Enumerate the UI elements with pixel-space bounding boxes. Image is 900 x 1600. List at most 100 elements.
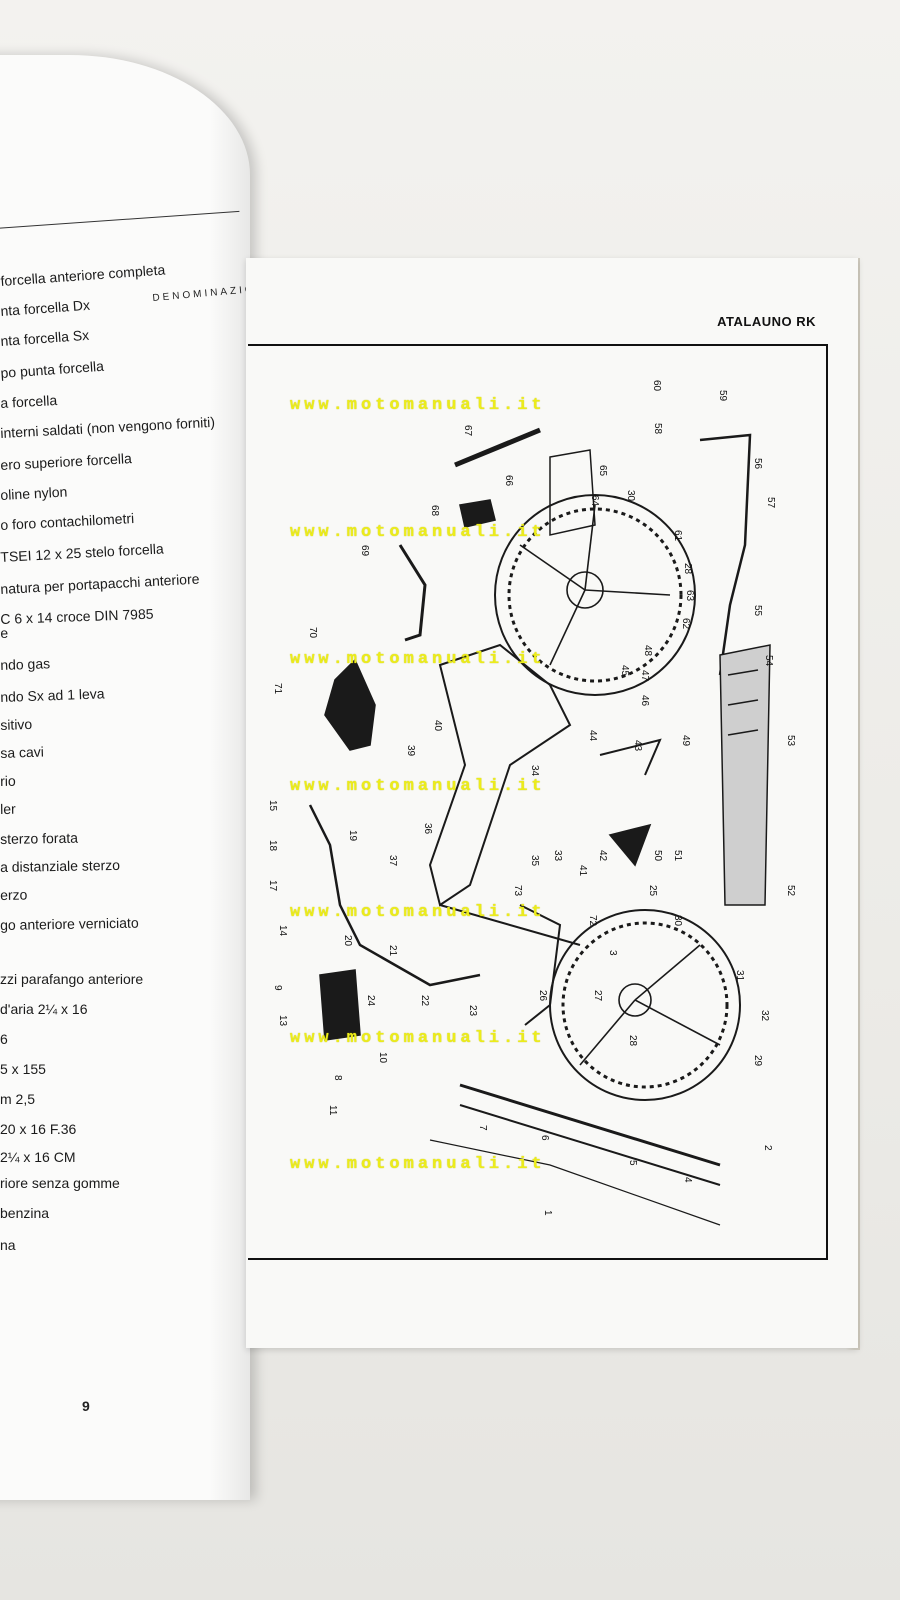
svg-text:24: 24 [365,995,376,1007]
page-curl-shadow [210,55,250,1500]
watermark-text: www.motomanuali.it [290,396,546,415]
svg-text:58: 58 [652,423,663,435]
svg-text:8: 8 [332,1075,343,1081]
svg-text:30: 30 [625,490,636,502]
svg-text:31: 31 [734,970,745,982]
svg-text:34: 34 [529,765,540,777]
svg-text:55: 55 [752,605,763,617]
svg-text:66: 66 [503,475,514,487]
svg-text:39: 39 [405,745,416,757]
svg-text:64: 64 [589,495,600,507]
svg-text:62: 62 [680,618,691,630]
page-number: 9 [82,1398,90,1414]
list-item: riore senza gomme [0,1175,120,1191]
svg-text:48: 48 [642,645,653,657]
svg-text:70: 70 [307,627,318,639]
list-item: a forcella [0,392,58,411]
exhaust-drawing [699,433,752,676]
svg-text:65: 65 [597,465,608,477]
list-item: natura per portapacchi anteriore [0,570,200,597]
svg-text:20: 20 [342,935,353,947]
list-item: 5 x 155 [0,1061,46,1077]
svg-text:10: 10 [377,1052,388,1064]
list-item: nta forcella Dx [0,296,91,319]
svg-text:56: 56 [752,458,763,470]
watermark-text: www.motomanuali.it [290,1155,546,1174]
svg-text:33: 33 [552,850,563,862]
svg-text:69: 69 [359,545,370,557]
list-item: sitivo [0,715,33,733]
svg-text:19: 19 [347,830,358,842]
page-title: ATALAUNO RK [717,314,816,329]
svg-text:68: 68 [429,505,440,517]
svg-text:5: 5 [627,1160,638,1166]
svg-text:63: 63 [684,590,695,602]
svg-text:43: 43 [632,740,643,752]
list-item: nta forcella Sx [0,326,90,349]
svg-text:26: 26 [537,990,548,1002]
parts-list: forcella anteriore completa nta forcella… [0,55,250,1455]
list-item: ero superiore forcella [0,450,133,473]
list-item: 2¼ x 16 CM [0,1149,76,1165]
svg-text:30: 30 [672,915,683,927]
svg-text:32: 32 [759,1010,770,1022]
svg-text:41: 41 [577,865,588,877]
svg-text:15: 15 [267,800,278,812]
svg-text:46: 46 [639,695,650,707]
svg-text:21: 21 [387,945,398,957]
svg-text:3: 3 [607,950,618,956]
list-item: ndo gas [0,655,51,673]
svg-text:60: 60 [651,380,662,392]
svg-text:59: 59 [717,390,728,402]
svg-text:53: 53 [785,735,796,747]
list-item: rio [0,772,16,789]
list-item: ndo Sx ad 1 leva [0,685,105,705]
diagram-frame [248,344,828,1260]
svg-text:18: 18 [267,840,278,852]
exploded-parts-diagram: 60 59 58 56 57 65 64 30 61 28 63 62 55 5… [267,380,796,1226]
svg-text:40: 40 [432,720,443,732]
list-item: oline nylon [0,483,68,503]
svg-text:25: 25 [647,885,658,897]
frame-drawing [428,643,572,907]
svg-text:57: 57 [765,497,776,509]
list-item: 6 [0,1031,8,1047]
list-item: m 2,5 [0,1091,36,1107]
svg-text:28: 28 [682,563,693,575]
svg-text:67: 67 [462,425,473,437]
svg-text:6: 6 [539,1135,550,1141]
svg-text:36: 36 [422,823,433,835]
svg-text:11: 11 [327,1105,338,1116]
list-item: zzi parafango anteriore [0,971,144,987]
svg-text:23: 23 [467,1005,478,1017]
list-item: erzo [0,886,28,903]
list-item: ler [0,800,16,817]
svg-text:35: 35 [529,855,540,867]
svg-text:9: 9 [272,985,283,991]
svg-text:47: 47 [639,670,650,682]
svg-text:61: 61 [672,530,683,542]
handlebar-drawing [308,804,481,987]
svg-text:44: 44 [587,730,598,742]
svg-text:42: 42 [597,850,608,862]
list-item: o foro contachilometri [0,509,135,533]
svg-text:1: 1 [542,1210,553,1216]
watermark-text: www.motomanuali.it [290,523,546,542]
watermark-text: www.motomanuali.it [290,650,546,669]
svg-text:22: 22 [419,995,430,1007]
svg-text:13: 13 [277,1015,288,1027]
list-item: d'aria 2¼ x 16 [0,1001,88,1017]
rear-wheel-drawing [494,494,696,696]
svg-text:52: 52 [785,885,796,897]
svg-text:51: 51 [672,850,683,862]
list-item: TSEI 12 x 25 stelo forcella [0,540,165,565]
svg-text:49: 49 [680,735,691,747]
svg-text:37: 37 [387,855,398,867]
list-item: po punta forcella [0,357,105,381]
list-item: benzina [0,1205,50,1221]
svg-text:73: 73 [512,885,523,897]
watermark-text: www.motomanuali.it [290,1029,546,1048]
svg-text:71: 71 [272,683,283,695]
list-item: forcella anteriore completa [0,261,166,289]
list-item: 20 x 16 F.36 [0,1121,77,1137]
